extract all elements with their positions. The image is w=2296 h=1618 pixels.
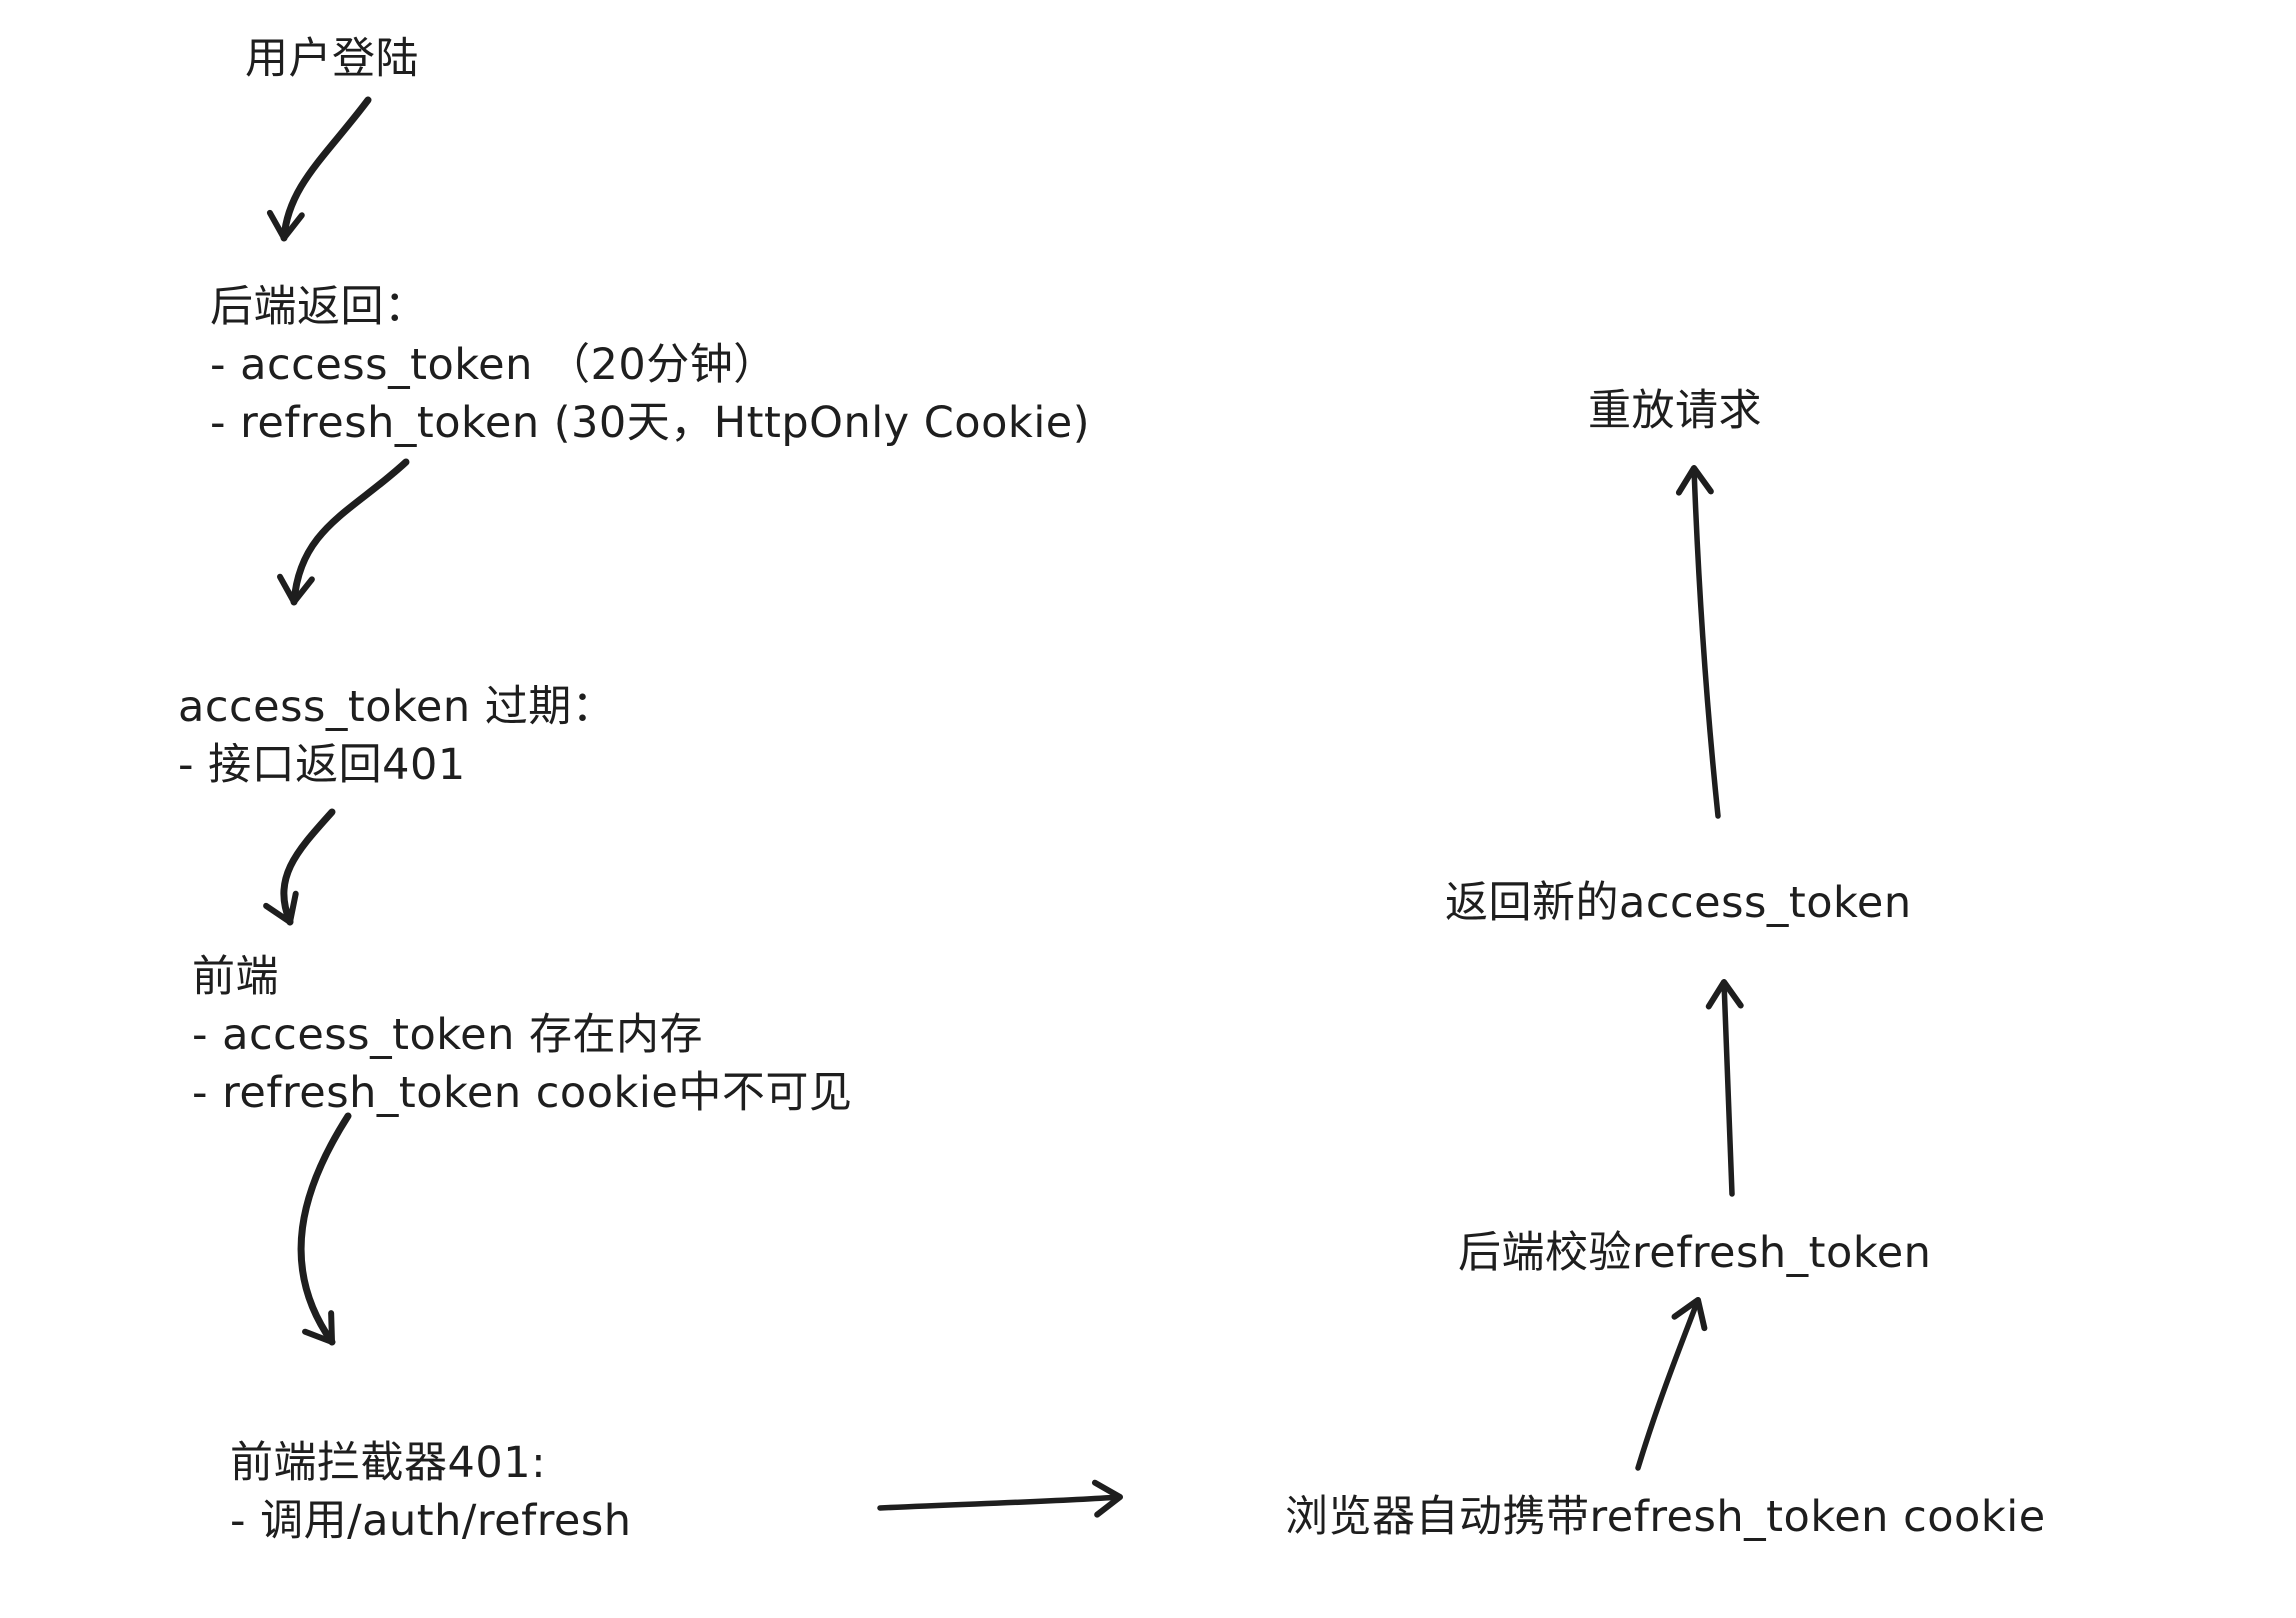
node-backend-returns-title: 后端返回： [210, 282, 428, 332]
node-backend-verify-refresh-token-text: 后端校验refresh_token [1458, 1228, 1932, 1278]
node-frontend-item-access-token-memory: - access_token 存在内存 [192, 1010, 703, 1060]
arrow-backend-returns-to-token-expired [277, 458, 410, 606]
node-interceptor-401: 前端拦截器401: - 调用/auth/refresh [230, 1434, 632, 1550]
node-replay-request-text: 重放请求 [1588, 386, 1762, 436]
node-frontend-item-refresh-token-cookie: - refresh_token cookie中不可见 [192, 1068, 853, 1118]
node-backend-returns: 后端返回： - access_token （20分钟） - refresh_to… [210, 278, 1090, 452]
node-interceptor-401-title: 前端拦截器401: [230, 1438, 547, 1488]
node-browser-carries-cookie-text: 浏览器自动携带refresh_token cookie [1285, 1492, 2046, 1542]
node-backend-returns-item-access-token: - access_token （20分钟） [210, 340, 777, 390]
node-backend-returns-item-refresh-token: - refresh_token (30天，HttpOnly Cookie) [210, 398, 1090, 448]
arrow-return-new-token-to-replay-request [1675, 465, 1721, 819]
node-frontend: 前端 - access_token 存在内存 - refresh_token c… [192, 948, 852, 1122]
arrow-browser-cookie-to-backend-verify [1635, 1297, 1708, 1471]
arrow-token-expired-to-frontend [263, 808, 336, 926]
node-return-new-access-token: 返回新的access_token [1445, 874, 1912, 932]
node-access-token-expired: access_token 过期： - 接口返回401 [178, 678, 615, 794]
arrow-interceptor-to-browser-cookie [877, 1479, 1123, 1518]
node-access-token-expired-item-401: - 接口返回401 [178, 740, 466, 790]
arrow-backend-verify-to-return-new-token [1705, 979, 1744, 1197]
node-user-login: 用户登陆 [245, 30, 419, 88]
node-user-login-text: 用户登陆 [245, 34, 419, 84]
node-frontend-title: 前端 [192, 952, 279, 1002]
node-access-token-expired-title: access_token 过期： [178, 682, 616, 732]
arrow-frontend-to-interceptor [297, 1112, 352, 1346]
node-browser-carries-cookie: 浏览器自动携带refresh_token cookie [1285, 1488, 2046, 1546]
arrow-login-to-backend-returns [266, 96, 372, 242]
node-replay-request: 重放请求 [1588, 382, 1762, 440]
node-return-new-access-token-text: 返回新的access_token [1445, 878, 1912, 928]
node-backend-verify-refresh-token: 后端校验refresh_token [1458, 1224, 1931, 1282]
node-interceptor-401-item-auth-refresh: - 调用/auth/refresh [230, 1496, 632, 1546]
